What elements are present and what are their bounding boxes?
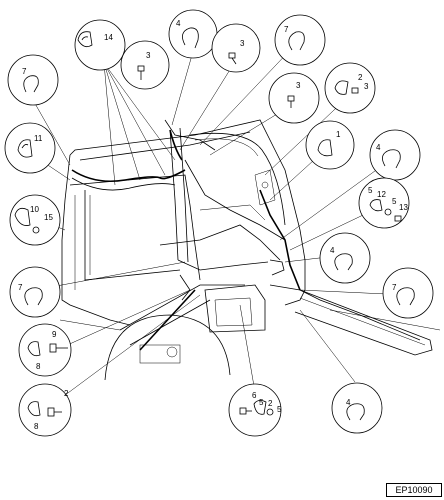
callout-number: 15 (44, 213, 53, 222)
callout-c3 (168, 9, 218, 59)
callout-number: 3 (146, 51, 151, 60)
callout-c4 (211, 23, 261, 73)
callout-number: 12 (377, 190, 386, 199)
callout-number: 13 (399, 203, 408, 212)
callout-number: 4 (376, 143, 381, 152)
clamp-part-icon (334, 80, 359, 95)
callout-c8 (324, 62, 376, 114)
figure-id-label: EP10090 (386, 483, 442, 497)
callout-c14 (319, 232, 371, 284)
callout-number: 7 (22, 67, 27, 76)
callout-c20 (331, 382, 383, 434)
cable-tie-part-icon (346, 403, 365, 421)
cable-tie-part-icon (23, 75, 39, 93)
cable-tie-part-icon (396, 287, 415, 306)
callout-number: 9 (52, 330, 57, 339)
callout-c2 (120, 40, 170, 90)
callout-number: 14 (104, 33, 113, 42)
callout-number: 3 (240, 39, 245, 48)
cable-tie-part-icon (24, 287, 43, 306)
callout-number: 5 (368, 186, 373, 195)
bolt-part-icon (137, 65, 145, 80)
callout-c15 (9, 266, 61, 318)
cable-tie-part-icon (288, 31, 305, 51)
bolt-part-icon (228, 52, 237, 65)
callout-number: 7 (18, 283, 23, 292)
callout-c12 (9, 194, 61, 246)
wiring-harness (71, 119, 421, 341)
cable-tie-part-icon (382, 149, 401, 169)
callout-number: 7 (284, 25, 289, 34)
hardware-part-icon (369, 199, 402, 222)
callout-c5 (274, 14, 326, 66)
clip-bolt-part-icon (27, 401, 62, 417)
callout-c19 (228, 383, 282, 437)
callout-number: 8 (34, 422, 39, 431)
callout-c13 (358, 177, 410, 229)
machine-body (59, 119, 441, 381)
callout-c18 (18, 383, 72, 437)
callout-number: 4 (330, 246, 335, 255)
callout-number: 10 (30, 205, 39, 214)
callout-c11 (369, 129, 421, 181)
callout-number: 2 (268, 399, 273, 408)
clip-bolt-part-icon (27, 341, 68, 357)
callout-number: 1 (336, 130, 341, 139)
clamp-part-icon (317, 139, 333, 157)
callout-c17 (18, 323, 72, 377)
part-sketches (14, 27, 415, 421)
callout-number: 5 (277, 405, 282, 414)
callout-number: 2 (358, 73, 363, 82)
callout-number: 11 (34, 134, 43, 143)
bolt-part-icon (287, 95, 295, 108)
bolt-clamp-part-icon (239, 400, 274, 416)
callout-labels: 14 3 4 3 7 7 3 2 3 11 1 4 10 15 5 12 5 1… (18, 19, 408, 431)
callout-number: 5 (259, 398, 264, 407)
callout-number: 8 (36, 362, 41, 371)
callout-number: 2 (64, 389, 69, 398)
clip-part-icon (14, 207, 40, 234)
callout-c1 (74, 19, 126, 71)
callout-circles (4, 9, 434, 437)
callout-c9 (4, 122, 56, 174)
callout-number: 3 (296, 81, 301, 90)
callout-number: 4 (346, 398, 351, 407)
callout-c6 (7, 54, 59, 106)
clamp-part-icon (17, 139, 33, 158)
callout-number: 5 (392, 197, 397, 206)
cable-tie-part-icon (334, 253, 353, 271)
clamp-part-icon (77, 31, 93, 48)
callout-number: 4 (176, 19, 181, 28)
callout-number: 6 (252, 391, 257, 400)
callout-c16 (382, 267, 434, 319)
callout-number: 3 (364, 82, 369, 91)
callout-number: 7 (392, 283, 397, 292)
callout-c10 (305, 120, 355, 170)
cable-tie-part-icon (182, 27, 199, 49)
